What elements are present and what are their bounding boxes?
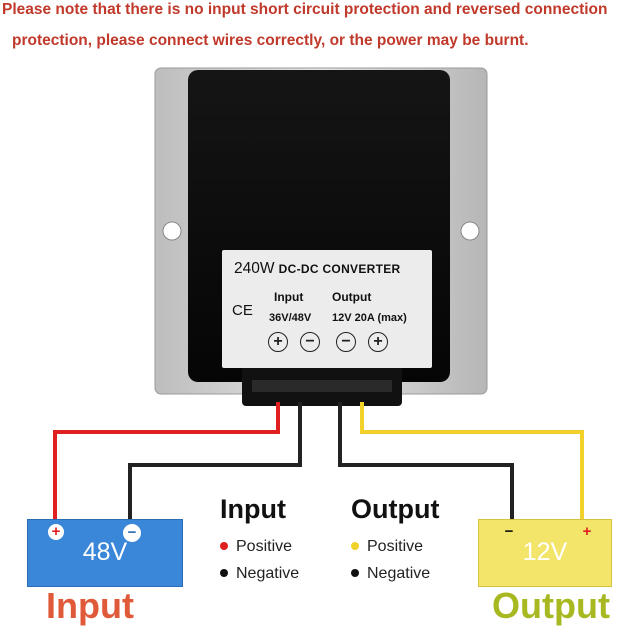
legend-output-negative-label: Negative — [367, 565, 431, 582]
label-input-voltage: 36V/48V — [269, 312, 312, 324]
output-battery: − + 12V — [478, 519, 612, 587]
legend-input-negative-label: Negative — [236, 565, 300, 582]
wire-output-positive — [360, 402, 584, 520]
label-output-spec: 12V 20A (max) — [332, 312, 407, 324]
output-voltage: 12V — [522, 538, 568, 566]
device-name: DC-DC CONVERTER — [278, 262, 401, 276]
legend-input-positive: Positive — [220, 538, 292, 556]
warning-line-2: protection, please connect wires correct… — [12, 32, 529, 49]
power-rating: 240W — [234, 260, 275, 277]
legend-output-positive-label: Positive — [367, 538, 424, 555]
battery-negative-icon: − — [123, 524, 141, 542]
terminal-minus-icon: − — [336, 332, 356, 352]
battery-negative-icon: − — [504, 523, 514, 540]
battery-positive-icon: + — [582, 523, 592, 540]
legend-input-negative: Negative — [220, 565, 299, 583]
black-dot-icon — [220, 568, 228, 577]
label-output-heading: Output — [332, 290, 372, 304]
legend-output-title: Output — [351, 494, 440, 524]
input-caption: Input — [46, 585, 134, 626]
terminal-plus-icon: + — [368, 332, 388, 352]
input-voltage: 48V — [82, 538, 128, 566]
mount-hole-right — [460, 221, 480, 241]
wire-input-negative — [128, 402, 302, 520]
device-title: 240W DC-DC CONVERTER — [234, 260, 401, 278]
output-caption: Output — [492, 585, 610, 626]
ce-mark: CE — [232, 302, 253, 319]
terminal-minus-icon: − — [300, 332, 320, 352]
legend-output-negative: Negative — [351, 565, 430, 583]
yellow-dot-icon — [351, 541, 359, 550]
label-input-heading: Input — [274, 290, 304, 304]
warning-line-1: Please note that there is no input short… — [2, 1, 608, 18]
mount-hole-left — [162, 221, 182, 241]
legend-output-positive: Positive — [351, 538, 423, 556]
wire-input-positive — [53, 402, 280, 520]
battery-positive-icon: + — [48, 524, 64, 540]
terminal-plus-icon: + — [268, 332, 288, 352]
input-battery: + − 48V — [27, 519, 183, 587]
legend-input-title: Input — [220, 494, 286, 524]
wire-output-negative — [338, 402, 514, 520]
legend-input-positive-label: Positive — [236, 538, 293, 555]
black-dot-icon — [351, 568, 359, 577]
device-label: 240W DC-DC CONVERTER CE Input Output 36V… — [222, 250, 432, 368]
red-dot-icon — [220, 541, 228, 550]
